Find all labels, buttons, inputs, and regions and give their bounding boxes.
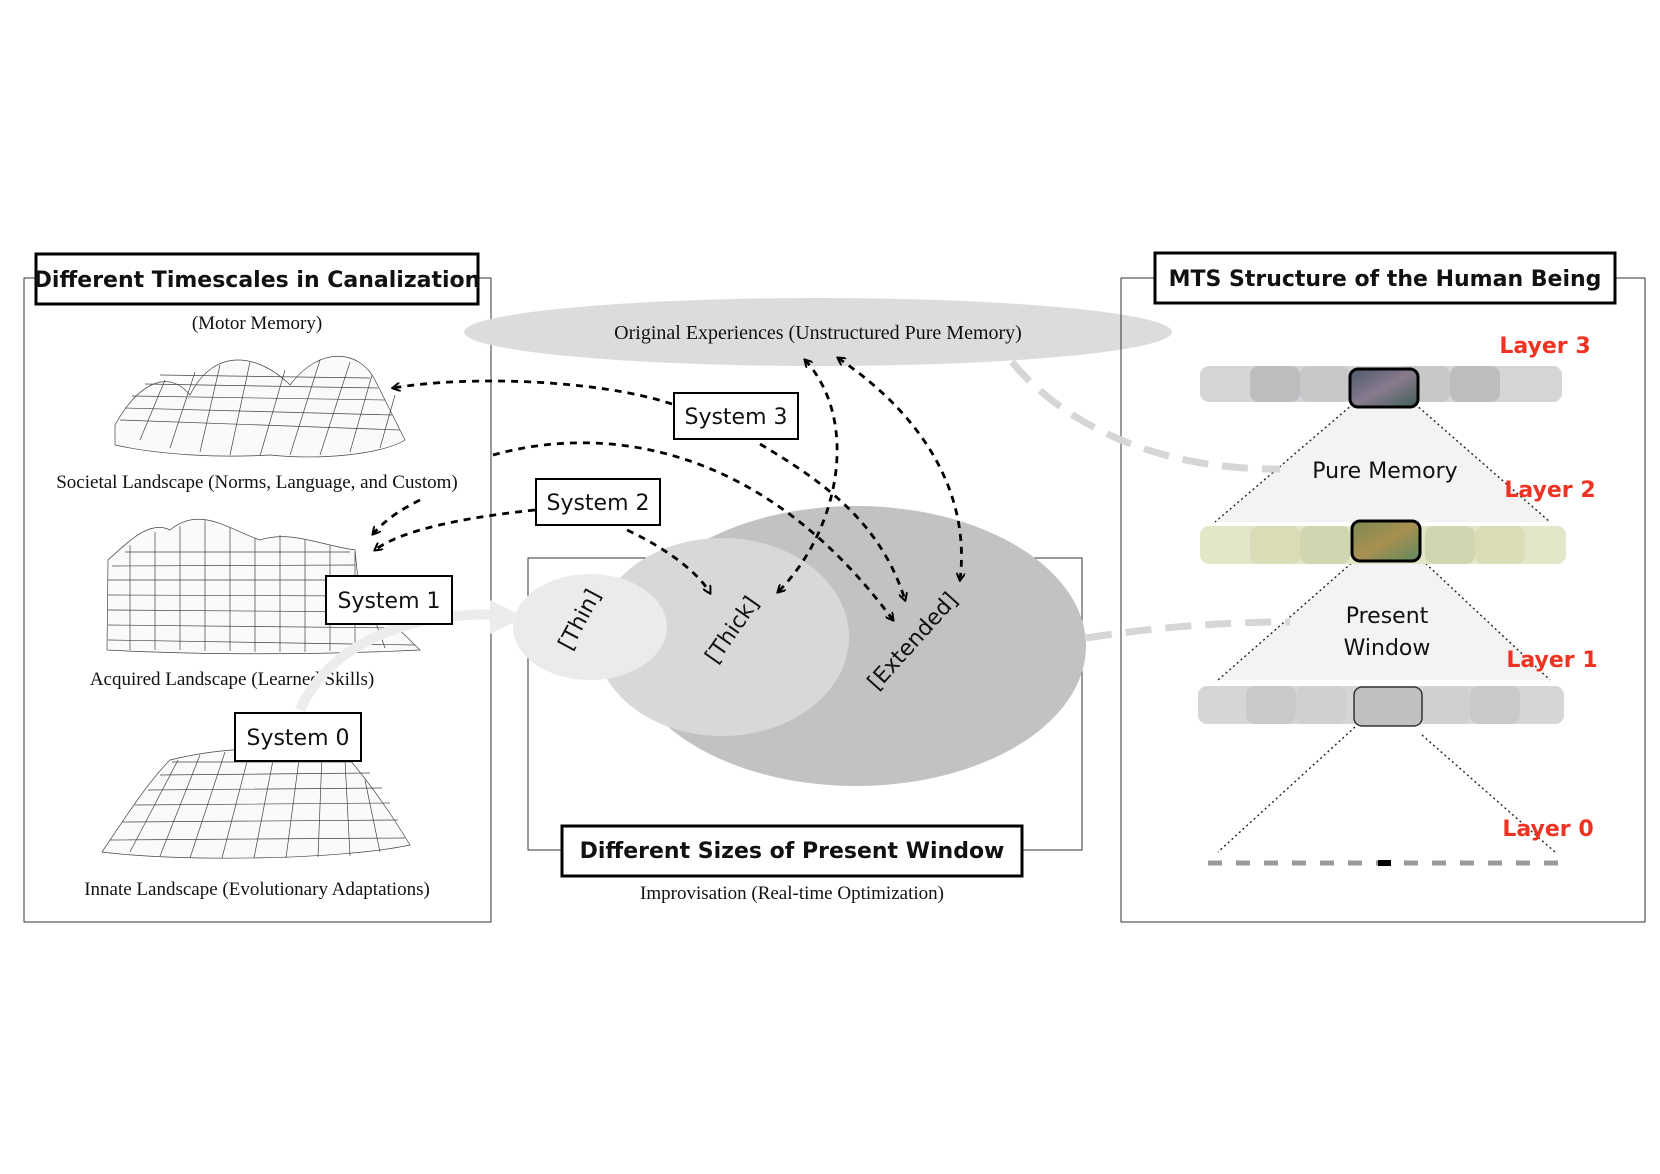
innate-landscape-label: Innate Landscape (Evolutionary Adaptatio…: [84, 879, 430, 900]
present-window-label-line1: Present: [1346, 604, 1429, 629]
system0-box: System 0: [234, 712, 362, 762]
layer2-bar: [1200, 519, 1566, 564]
layer0-label: Layer 0: [1502, 817, 1593, 842]
layer1-bar: [1198, 686, 1564, 727]
layer1-focus-cell: [1353, 686, 1423, 727]
innate-landscape-mesh: [101, 748, 411, 859]
original-experiences-label: Original Experiences (Unstructured Pure …: [614, 322, 1022, 344]
center-title: Different Sizes of Present Window: [580, 839, 1005, 864]
layer1-label: Layer 1: [1506, 648, 1597, 673]
system2-label: System 2: [546, 491, 649, 516]
system1-label: System 1: [337, 589, 440, 614]
arrow-original-thick: [778, 360, 839, 592]
grey-flow-arrow: [295, 609, 501, 713]
arrow-s2-to-thick: [626, 528, 710, 593]
center-title-box: [560, 824, 1024, 878]
layer0-focus-token: [1378, 860, 1391, 866]
arrow-societal-to-acquired: [373, 498, 421, 534]
system2-box: System 2: [535, 478, 661, 526]
left-title-box: [34, 252, 480, 306]
layer2-label: Layer 2: [1504, 478, 1595, 503]
left-panel: Different Timescales in Canalization (Mo…: [23, 252, 492, 923]
layer3-bar: [1200, 366, 1562, 409]
societal-landscape-mesh: [114, 355, 406, 458]
arrow-s2-to-acquired: [375, 508, 536, 550]
right-panel: MTS Structure of the Human Being: [1120, 251, 1646, 923]
pure-memory-label: Pure Memory: [1312, 459, 1457, 484]
pure-memory-connector: [1009, 359, 1281, 473]
system-arrows: [373, 358, 961, 620]
improvisation-label: Improvisation (Real-time Optimization): [640, 883, 944, 904]
arrow-s3-to-societal: [393, 379, 673, 406]
layer3-label: Layer 3: [1499, 334, 1590, 359]
layer2-focus-cell: [1350, 519, 1422, 563]
grey-flow-arrowhead: [490, 600, 525, 634]
original-experiences-ellipse: [464, 298, 1172, 366]
present-window-connector: [1085, 618, 1291, 642]
system3-label: System 3: [684, 405, 787, 430]
pure-memory-cone: [1215, 404, 1550, 522]
system3-box: System 3: [673, 392, 799, 440]
left-panel-title: Different Timescales in Canalization: [34, 268, 481, 293]
pure-memory-cone-lines: [1214, 403, 1551, 523]
present-window-cone: [1218, 560, 1550, 680]
system0-label: System 0: [246, 726, 349, 751]
motor-memory-label: (Motor Memory): [192, 313, 322, 334]
thin-ellipse: [513, 574, 667, 680]
societal-landscape-label: Societal Landscape (Norms, Language, and…: [56, 472, 458, 493]
acquired-landscape-label: Acquired Landscape (Learned Skills): [90, 669, 374, 690]
present-window-label-line2: Window: [1344, 636, 1431, 661]
center-panel: [Thin] [Thick] [Extended] Original Exper…: [464, 298, 1172, 904]
right-panel-title: MTS Structure of the Human Being: [1169, 267, 1602, 292]
right-title-box: [1153, 251, 1617, 305]
system1-box: System 1: [325, 575, 453, 625]
arrow-original-extended: [838, 358, 961, 580]
layer3-focus-cell: [1348, 367, 1420, 409]
layer0-cone-lines: [1217, 726, 1556, 853]
